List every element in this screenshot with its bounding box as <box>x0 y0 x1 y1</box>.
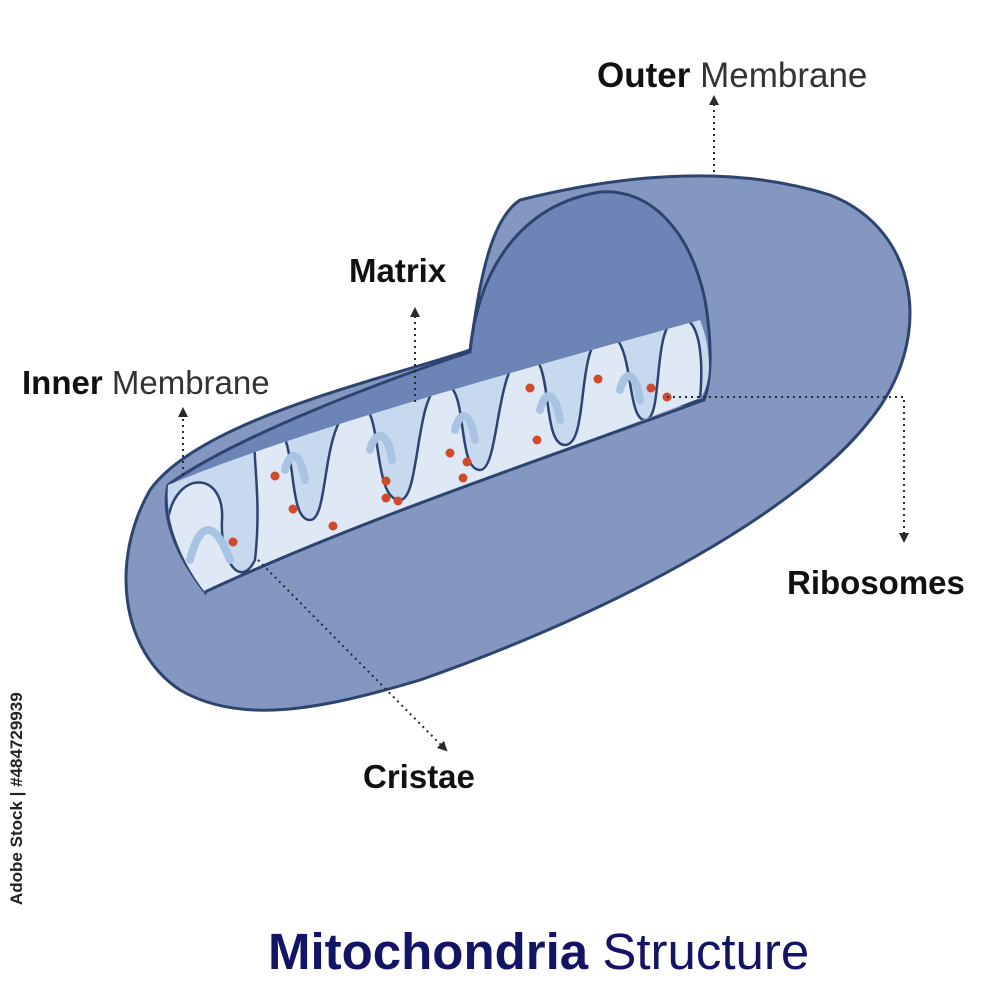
label-ribosomes: Ribosomes <box>787 564 965 601</box>
title-bold: Mitochondria <box>268 923 589 980</box>
stock-id-watermark: Adobe Stock | #484729939 <box>7 692 26 905</box>
label-inner-membrane: Inner Membrane <box>22 366 270 399</box>
label-inner-rest: Membrane <box>111 364 270 401</box>
pointer-lines <box>178 95 909 752</box>
label-cristae: Cristae <box>363 758 475 795</box>
pointer-cristae <box>257 559 448 752</box>
ribosome-dots <box>228 374 672 547</box>
label-matrix: Matrix <box>349 252 447 289</box>
label-outer-rest: Membrane <box>700 56 868 95</box>
title-rest: Structure <box>602 923 810 980</box>
diagram-title: Mitochondria Structure <box>268 926 809 977</box>
label-inner-bold: Inner <box>22 364 103 401</box>
label-outer-membrane: Outer Membrane <box>597 58 867 93</box>
label-outer-bold: Outer <box>597 56 691 95</box>
pointer-ribosomes <box>667 396 909 543</box>
